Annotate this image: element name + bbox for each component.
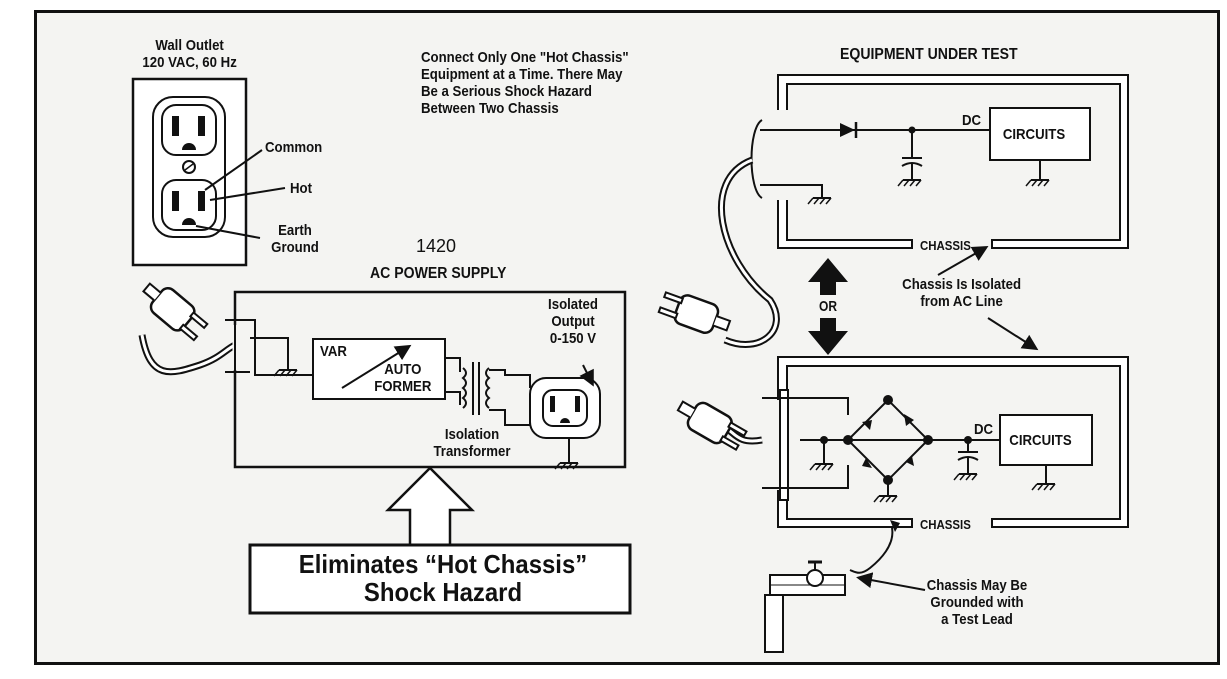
wall-outlet-title: Wall Outlet 120 VAC, 60 Hz xyxy=(142,37,237,71)
isolation-transformer-label: Isolation Transformer xyxy=(433,426,511,460)
autoformer-label: AUTO FORMER xyxy=(374,361,432,395)
wall-outlet xyxy=(131,77,248,267)
var-label: VAR xyxy=(320,343,347,360)
circuits-label-top: CIRCUITS xyxy=(1002,126,1066,143)
ground-note: Chassis May Be Grounded with a Test Lead xyxy=(926,577,1028,628)
warning-note: Connect Only One "Hot Chassis" Equipment… xyxy=(421,49,629,117)
or-label: OR xyxy=(819,298,837,315)
ground-pointer xyxy=(195,225,261,239)
earth-ground-label: Earth Ground xyxy=(271,222,319,256)
common-label: Common xyxy=(265,139,323,156)
isolated-output-label: Isolated Output 0-150 V xyxy=(548,296,598,347)
hot-pointer xyxy=(209,187,286,201)
dc-label-top: DC xyxy=(962,112,982,129)
common-pointer xyxy=(204,149,263,191)
ac-power-supply xyxy=(225,290,627,470)
or-arrow xyxy=(808,258,848,355)
power-supply-title: AC POWER SUPPLY xyxy=(370,265,507,282)
callout-box xyxy=(248,543,632,615)
circuits-label-bottom: CIRCUITS xyxy=(1009,432,1072,449)
isolated-note: Chassis Is Isolated from AC Line xyxy=(902,276,1022,310)
dc-label-bottom: DC xyxy=(974,421,994,438)
chassis-label-top: CHASSIS xyxy=(920,238,971,253)
callout-text: Eliminates “Hot Chassis” Shock Hazard xyxy=(298,549,588,607)
test-lead xyxy=(849,520,900,574)
isolated-pointer-bottom xyxy=(987,317,1039,351)
callout-arrow xyxy=(384,466,476,545)
ground-note-pointer xyxy=(856,572,926,591)
equipment-title: EQUIPMENT UNDER TEST xyxy=(840,46,1018,63)
equipment-bottom-plug xyxy=(671,391,763,456)
chassis-label-bottom: CHASSIS xyxy=(920,517,971,532)
equipment-top xyxy=(750,74,1129,249)
water-pipe xyxy=(764,560,846,653)
hot-label: Hot xyxy=(290,180,312,197)
equipment-bottom xyxy=(762,356,1129,528)
supply-plug xyxy=(135,274,237,376)
isolated-pointer-top xyxy=(937,246,989,276)
equipment-top-plug xyxy=(656,156,780,348)
model-number: 1420 xyxy=(416,236,457,256)
